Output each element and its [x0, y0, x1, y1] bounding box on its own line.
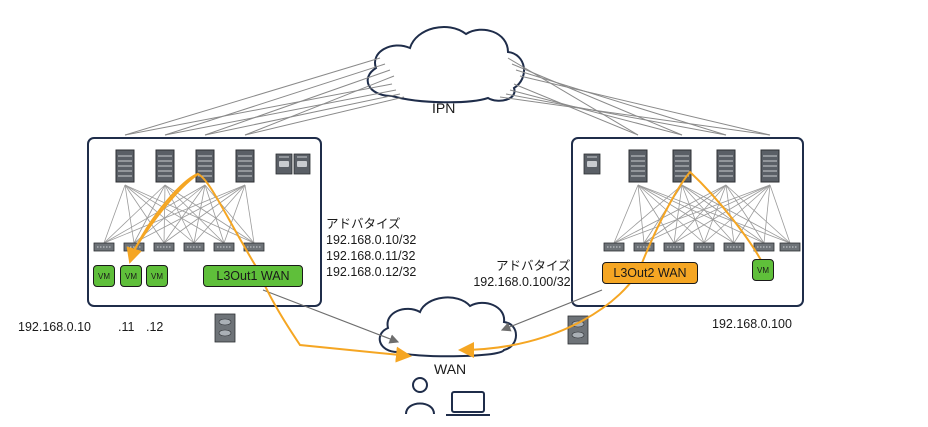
site2-advertise-route: 192.168.0.100/32 — [473, 275, 571, 289]
site1-vm-1: VM — [93, 265, 115, 287]
site1-spine-leaf-mesh — [103, 184, 255, 244]
site2-vm: VM — [752, 259, 774, 281]
site2-leaf-switch-icon — [753, 242, 775, 252]
site2-leaf-switch-icon — [693, 242, 715, 252]
site1-ip-vm2: .11 — [118, 320, 135, 334]
laptop-icon — [446, 391, 490, 416]
site1-leaf-switch-icon — [153, 242, 175, 252]
site1-advertise-title: アドバタイズ — [326, 217, 401, 231]
site1-l3out-badge: L3Out1 WAN — [203, 265, 303, 287]
site2-spine-switch-icon — [760, 149, 780, 183]
site1-leaf-switch-icon — [93, 242, 115, 252]
site1-apic-controller-icon — [293, 153, 311, 175]
traffic-path-site1 — [126, 172, 412, 363]
site1-ip-vm1: 192.168.0.10 — [18, 320, 91, 334]
site1-fabric-box — [87, 137, 322, 307]
user-icon — [405, 377, 435, 415]
site1-wan-router-icon — [214, 313, 236, 343]
ipn-links — [124, 57, 771, 136]
advertise-arrow-site2 — [500, 289, 603, 332]
site1-vm-2: VM — [120, 265, 142, 287]
site2-leaf-switch-icon — [779, 242, 801, 252]
site2-leaf-switch-icon — [723, 242, 745, 252]
site1-ip-vm3: .12 — [146, 320, 164, 334]
site2-spine-leaf-mesh — [613, 184, 791, 244]
site2-advertise-block: アドバタイズ 192.168.0.100/32 — [452, 258, 571, 290]
ipn-cloud — [366, 25, 525, 104]
traffic-path-site2 — [458, 170, 763, 358]
ipn-label: IPN — [432, 100, 456, 116]
site2-leaf-switch-icon — [603, 242, 625, 252]
site1-advertise-block: アドバタイズ 192.168.0.10/32 192.168.0.11/32 1… — [326, 216, 416, 280]
site2-apic-controller-icon — [583, 153, 601, 175]
site2-spine-switch-icon — [716, 149, 736, 183]
site1-advertise-route: 192.168.0.10/32 — [326, 233, 417, 247]
site1-apic-controller-icon — [275, 153, 293, 175]
site1-advertise-route: 192.168.0.11/32 — [326, 249, 416, 263]
advertise-arrow-site1 — [262, 289, 400, 344]
site1-spine-switch-icon — [195, 149, 215, 183]
site1-advertise-route: 192.168.0.12/32 — [326, 265, 417, 279]
site1-spine-switch-icon — [155, 149, 175, 183]
site1-vm-3: VM — [146, 265, 168, 287]
site1-leaf-switch-icon — [213, 242, 235, 252]
wan-label: WAN — [434, 361, 467, 377]
site1-spine-switch-icon — [115, 149, 135, 183]
site2-spine-switch-icon — [628, 149, 648, 183]
site2-l3out-badge: L3Out2 WAN — [602, 262, 698, 284]
site1-spine-switch-icon — [235, 149, 255, 183]
site2-leaf-switch-icon — [663, 242, 685, 252]
wan-cloud — [378, 296, 517, 358]
site2-advertise-title: アドバタイズ — [496, 259, 571, 273]
site2-spine-switch-icon — [672, 149, 692, 183]
site1-leaf-switch-icon — [183, 242, 205, 252]
site2-ip-vm: 192.168.0.100 — [712, 317, 792, 331]
